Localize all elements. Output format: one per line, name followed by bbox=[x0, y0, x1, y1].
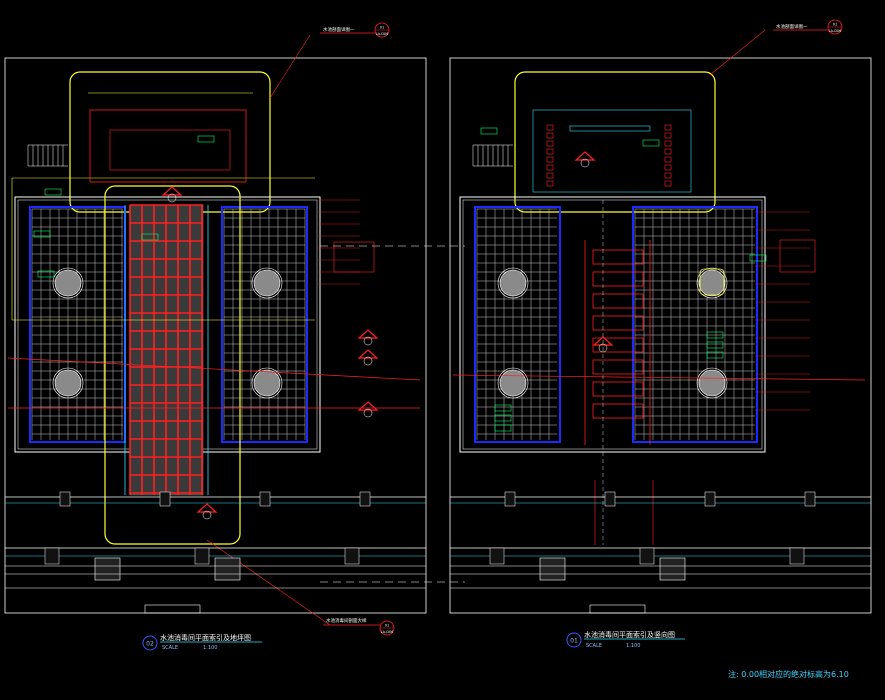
left-sheet-number-circle bbox=[142, 635, 158, 651]
entry-stair bbox=[27, 144, 68, 167]
right-basin-tile-grid bbox=[223, 208, 306, 440]
right-sheet bbox=[449, 29, 872, 614]
ref-triangle-r3 bbox=[357, 401, 379, 418]
left-basin-tile-grid bbox=[476, 208, 557, 440]
right-title-block: 01 水池消毒间平面索引及竖向图 SCALE 1:100 bbox=[566, 630, 685, 649]
central-walkway bbox=[129, 204, 204, 496]
section-line-1 bbox=[7, 357, 421, 381]
equipment-area bbox=[532, 109, 692, 193]
column-sw bbox=[52, 367, 84, 399]
left-bottom-callout-text: 水池消毒间剖面大样 bbox=[326, 617, 367, 624]
detail-box bbox=[333, 241, 375, 273]
left-top-callout: 水池剖面详图一 01 LA-D06 bbox=[320, 22, 390, 38]
right-basin-edge bbox=[632, 206, 758, 443]
left-bottom-callout: 水池消毒间剖面大样 01 LA-D06 bbox=[323, 617, 395, 636]
canopy-outline bbox=[514, 71, 716, 213]
building-inner-wall bbox=[462, 199, 763, 450]
left-top-callout-text: 水池剖面详图一 bbox=[323, 26, 355, 33]
section-line-1 bbox=[452, 374, 866, 381]
tag-canopy bbox=[197, 135, 215, 143]
entry-stair bbox=[472, 144, 513, 167]
tag-canopy bbox=[642, 139, 660, 147]
column-se bbox=[696, 367, 728, 399]
right-top-ref-num: 01 bbox=[833, 23, 837, 27]
left-title-block: 02 水池消毒间平面索引及地坪图 SCALE 1:100 bbox=[142, 633, 262, 651]
right-basin-edge bbox=[221, 206, 308, 443]
tag-r2 bbox=[706, 341, 724, 349]
lamp-post-right bbox=[214, 557, 241, 581]
lamp-post-left bbox=[94, 557, 121, 581]
column-ne bbox=[696, 267, 728, 299]
left-sheet-title: 水池消毒间平面索引及地坪图 bbox=[160, 633, 251, 642]
left-scale-value: 1:100 bbox=[203, 645, 217, 651]
right-scale-label: SCALE bbox=[586, 643, 602, 649]
tag-r3 bbox=[706, 351, 724, 359]
tag-l2 bbox=[494, 414, 512, 422]
ref-triangle-r1 bbox=[357, 329, 379, 346]
ref-triangle-r2 bbox=[357, 349, 379, 366]
building-outline bbox=[459, 196, 766, 453]
left-top-ref-sheet: LA-D06 bbox=[376, 32, 389, 36]
tag-r1 bbox=[706, 331, 724, 339]
left-bottom-ref-sheet: LA-D06 bbox=[381, 630, 394, 634]
sheet-border bbox=[449, 57, 872, 614]
detail-box bbox=[779, 239, 816, 273]
tag-l3 bbox=[494, 424, 512, 432]
left-basin-edge bbox=[474, 206, 561, 443]
left-sheet bbox=[4, 34, 427, 626]
column-nw bbox=[52, 267, 84, 299]
ref-triangle-walkway bbox=[161, 186, 183, 203]
right-top-callout-text: 水池剖面详图一 bbox=[776, 23, 808, 30]
right-top-callout: 水池剖面详图一 01 LA-D06 bbox=[773, 19, 843, 35]
column-se bbox=[251, 367, 283, 399]
ref-triangle-canopy bbox=[574, 151, 596, 168]
lamp-post-right bbox=[659, 557, 686, 581]
right-scale-value: 1:100 bbox=[626, 643, 640, 649]
right-sheet-number: 01 bbox=[570, 638, 578, 645]
right-sheet-number-circle bbox=[566, 632, 582, 648]
left-sheet-number: 02 bbox=[146, 641, 154, 648]
leader-top bbox=[709, 29, 766, 76]
footer-note: 注: 0.00相对应的绝对标高为6.10 bbox=[728, 669, 849, 679]
right-sheet-title: 水池消毒间平面索引及竖向图 bbox=[584, 630, 675, 639]
left-scale-label: SCALE bbox=[162, 645, 178, 651]
leader-top bbox=[269, 34, 311, 99]
column-sw bbox=[497, 367, 529, 399]
step-block bbox=[589, 604, 646, 614]
left-top-ref-num: 01 bbox=[380, 26, 384, 30]
fence-elevation bbox=[5, 491, 426, 614]
right-top-ref-sheet: LA-D06 bbox=[829, 29, 842, 33]
tag-c1 bbox=[141, 233, 159, 241]
walkway-yellow-outline bbox=[104, 185, 241, 545]
leader-bottom bbox=[206, 539, 331, 626]
column-ne bbox=[251, 267, 283, 299]
step-block bbox=[144, 604, 201, 614]
fence-elevation bbox=[450, 491, 871, 614]
sheet-border bbox=[4, 57, 427, 614]
tag-r4 bbox=[749, 254, 767, 262]
equipment-blocks bbox=[546, 124, 672, 187]
right-basin-tile-grid bbox=[634, 208, 755, 440]
tag-l1 bbox=[33, 230, 51, 238]
ref-triangle-bottom bbox=[196, 503, 218, 520]
central-stair bbox=[584, 240, 651, 445]
tag-l1 bbox=[494, 404, 512, 412]
left-basin-tile-grid bbox=[31, 208, 123, 440]
tag-top bbox=[44, 188, 62, 196]
left-bottom-ref-num: 01 bbox=[385, 624, 389, 628]
column-nw bbox=[497, 267, 529, 299]
lamp-post-left bbox=[539, 557, 566, 581]
canopy-inner bbox=[89, 109, 247, 183]
tag-top bbox=[480, 127, 498, 135]
tag-l2 bbox=[37, 270, 55, 278]
